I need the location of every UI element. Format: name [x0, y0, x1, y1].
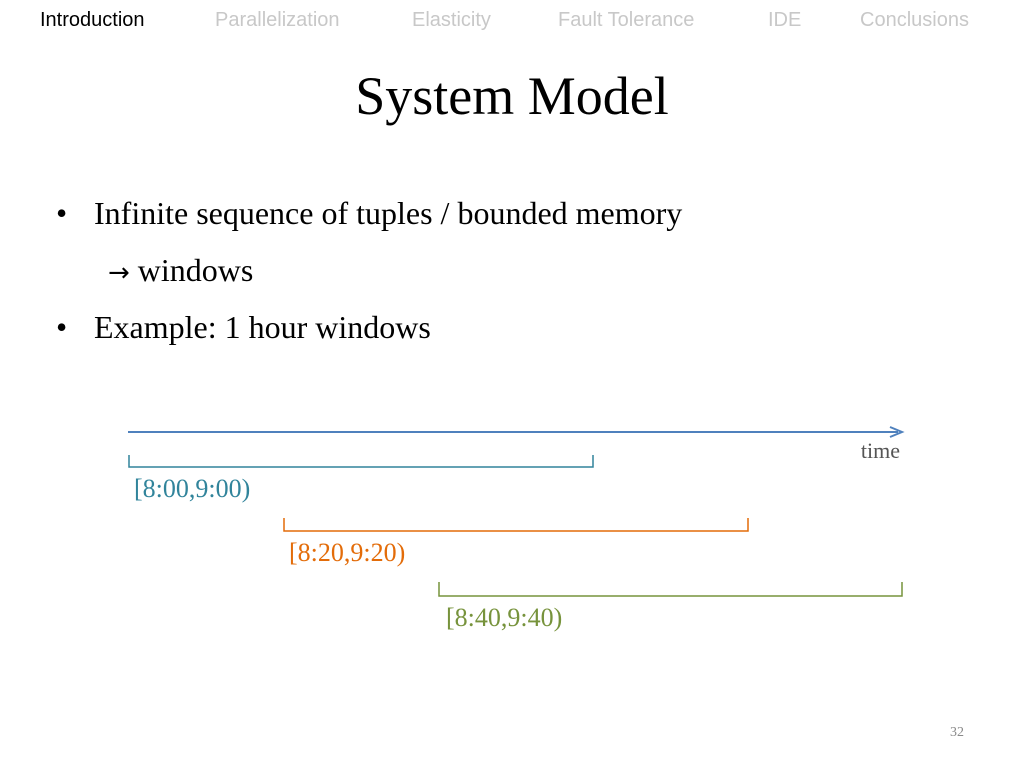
bullet-marker: •	[56, 309, 68, 345]
sub-bullet-windows-text: windows	[137, 252, 254, 288]
window-bracket-3	[438, 582, 903, 597]
nav-item-introduction[interactable]: Introduction	[40, 9, 145, 31]
bullet-list: • Infinite sequence of tuples / bounded …	[56, 195, 683, 345]
nav-item-fault-tolerance[interactable]: Fault Tolerance	[558, 9, 695, 31]
bullet-item-example: Example: 1 hour windows	[94, 309, 431, 345]
right-arrow-icon: →	[108, 258, 130, 288]
nav-item-parallelization[interactable]: Parallelization	[215, 9, 340, 31]
nav-item-elasticity[interactable]: Elasticity	[412, 9, 491, 31]
section-nav: Introduction Parallelization Elasticity …	[0, 0, 1024, 40]
time-axis-arrowhead	[889, 426, 905, 438]
slide-title: System Model	[355, 66, 669, 126]
nav-item-conclusions[interactable]: Conclusions	[860, 9, 969, 31]
sub-bullet-windows: →windows	[108, 250, 253, 293]
window-label-2: [8:20,9:20)	[289, 538, 406, 567]
window-bracket-2	[283, 518, 749, 532]
window-label-1: [8:00,9:00)	[134, 474, 251, 503]
page-number: 32	[950, 725, 964, 740]
window-bracket-1	[128, 455, 594, 468]
time-axis-label: time	[860, 438, 900, 463]
window-label-3: [8:40,9:40)	[446, 603, 563, 632]
bullet-marker: •	[56, 195, 68, 231]
bullet-item-infinite-sequence: Infinite sequence of tuples / bounded me…	[94, 195, 683, 231]
nav-item-ide[interactable]: IDE	[768, 9, 802, 31]
